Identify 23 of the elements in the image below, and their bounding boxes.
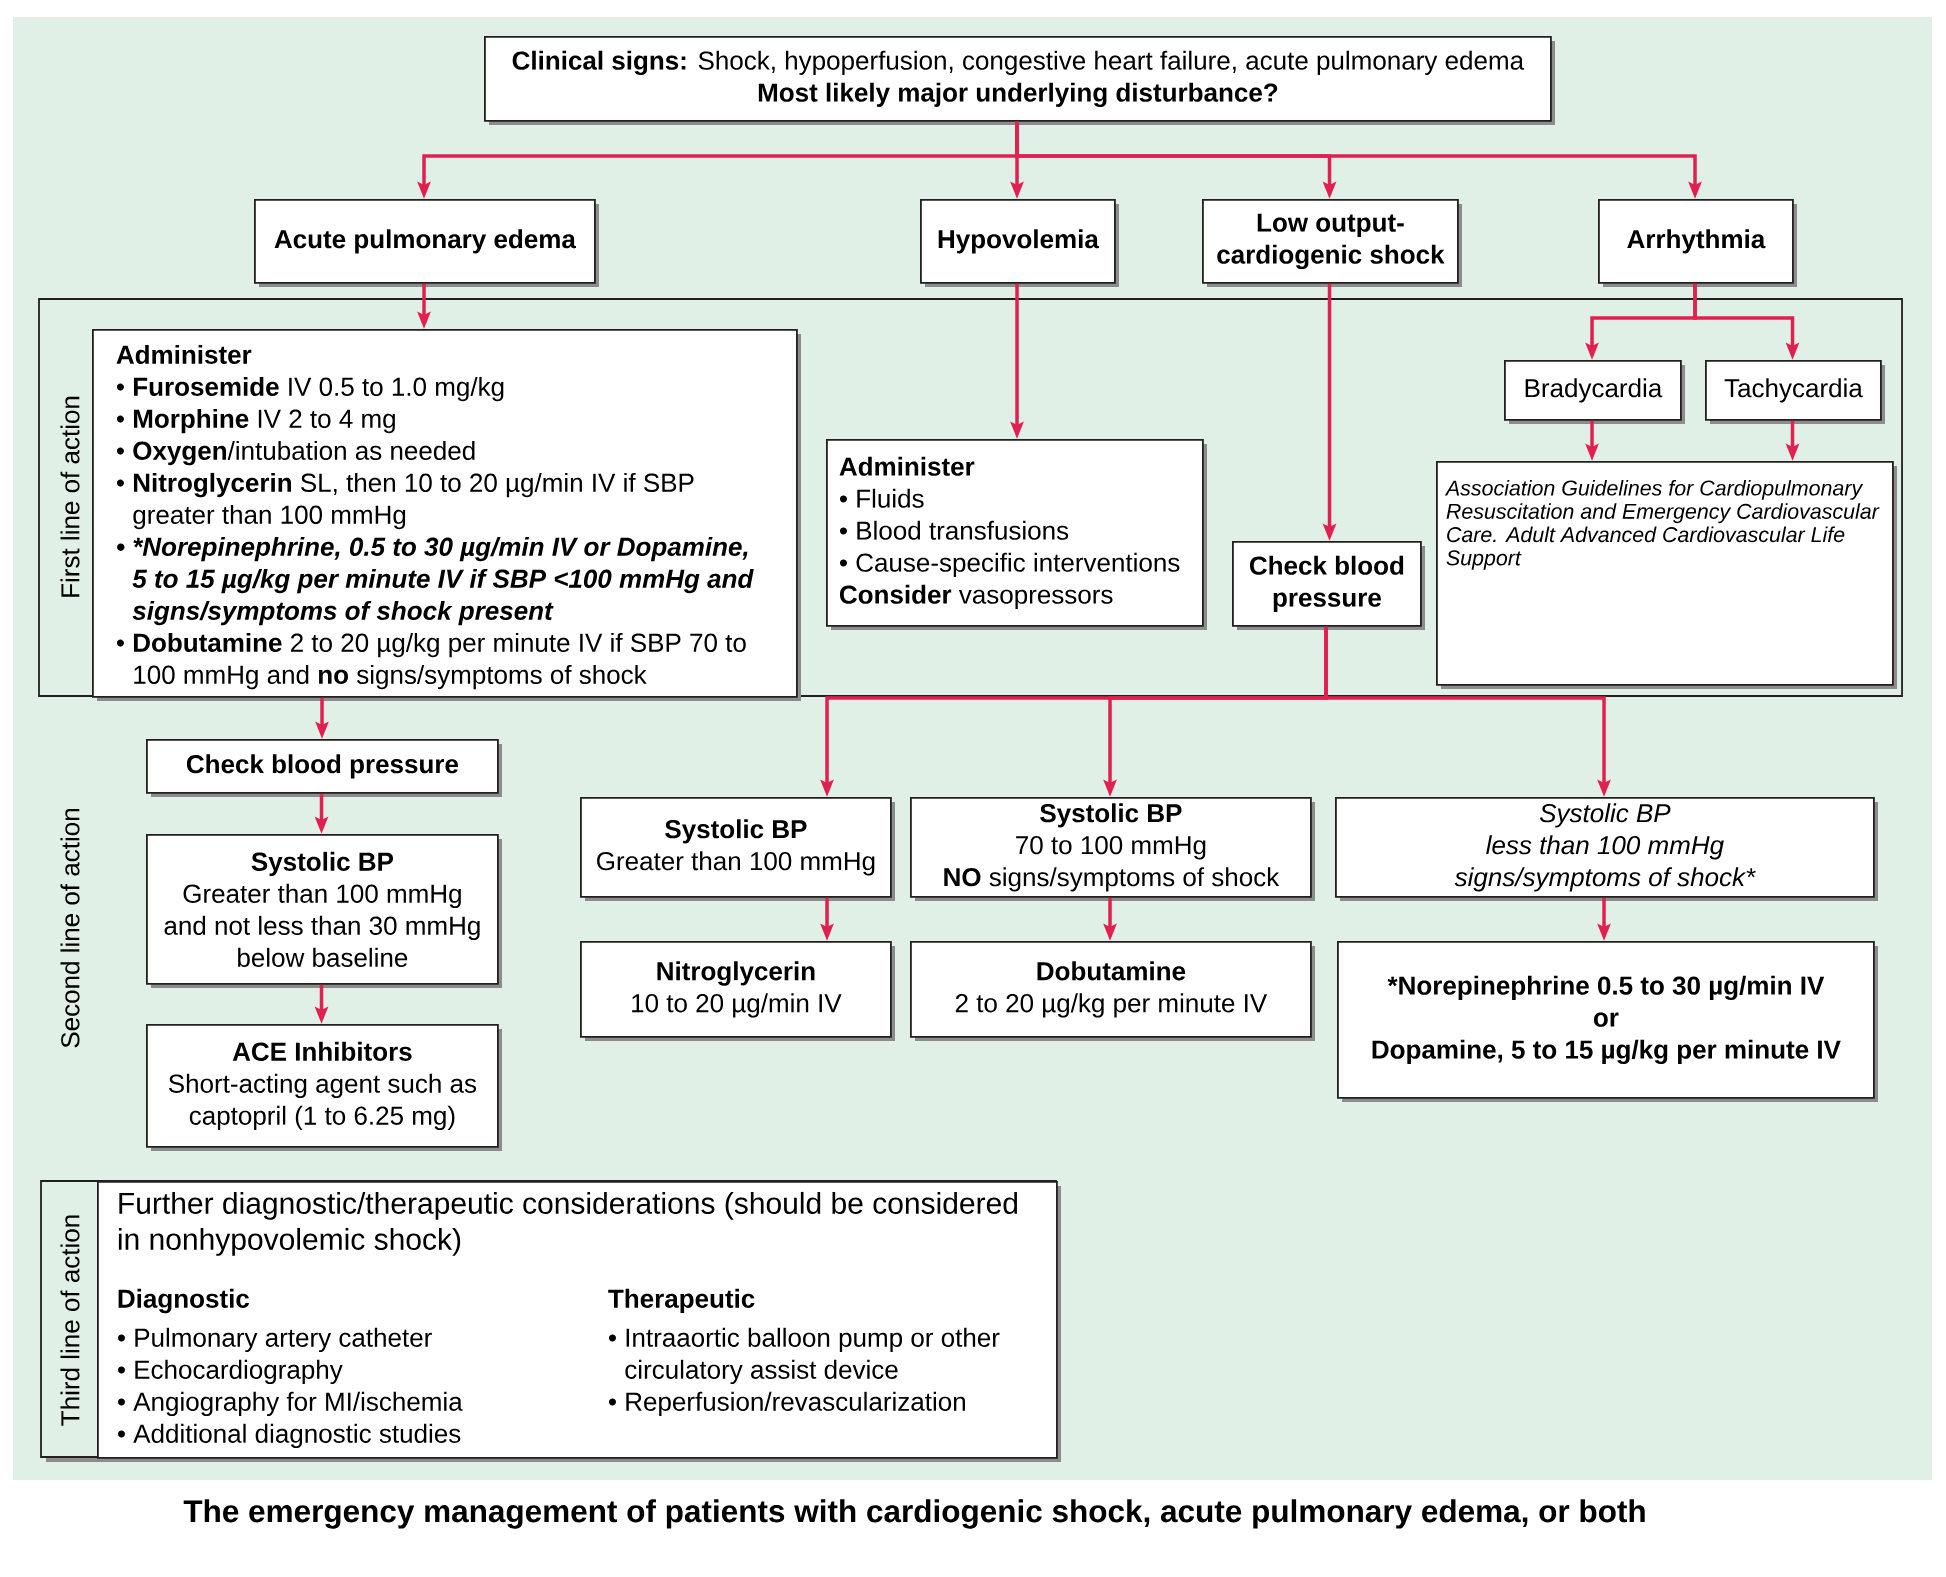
question-box: Clinical signs: Shock, hypoperfusion, congestive heart failure, acute pulmonary edema Most likely major underlying disturbance? xyxy=(484,36,1555,125)
treatment-box: Administer • Furosemide IV 0.5 to 1.0 mg/kg • Morphine IV 2 to 4 mg • Oxygen/intubation as needed • Nitroglycerin SL, then 10 to 20 µg/min IV if SBP greater than 100 mmHg • *Norepinephrine, 0.5 to 30 µg/min IV or Dopamine, 5 to 15 µg/kg per minute IV if SBP <100 mmHg and signs/symptoms of shock present • Dobutamine 2 to 20 µg/kg per minute IV if SBP 70 to 100 mmHg and no signs/symptoms of shock xyxy=(92,329,801,701)
row-label: Second line of action xyxy=(60,809,80,1048)
category-box: Acute pulmonary edema xyxy=(254,199,599,287)
treatment-box: ACE Inhibitors Short-acting agent such as captopril (1 to 6.25 mg) xyxy=(146,1024,502,1151)
treatment-box: Dobutamine 2 to 20 µg/kg per minute IV xyxy=(910,941,1315,1041)
process-box: Check blood pressure xyxy=(146,739,502,797)
condition-box: Systolic BP Greater than 100 mmHg xyxy=(580,797,895,901)
category-box: Hypovolemia xyxy=(920,199,1119,287)
category-box: Tachycardia xyxy=(1705,360,1885,424)
treatment-box: Administer • Fluids • Blood transfusions • Cause-specific interventions Consider vasopressors xyxy=(826,439,1207,630)
category-box: Low output-cardiogenic shock xyxy=(1202,199,1462,287)
condition-box: Systolic BP Greater than 100 mmHg and not less than 30 mmHg below baseline xyxy=(146,834,502,988)
condition-box: Systolic BP less than 100 mmHg signs/symptoms of shock* xyxy=(1335,797,1878,901)
category-box: Bradycardia xyxy=(1504,360,1685,424)
treatment-box: *Norepinephrine 0.5 to 30 µg/min IV or Dopamine, 5 to 15 µg/kg per minute IV xyxy=(1337,941,1878,1102)
treatment-box: Nitroglycerin 10 to 20 µg/min IV xyxy=(580,941,895,1041)
note-box: Further diagnostic/therapeutic considerations (should be considered in nonhypovolemic shock) Diagnostic • Pulmonary artery catheter • Echocardiography • Angiography for MI/ischemia • Additional diagnostic studies Therapeutic • Intraaortic balloon pump or other circulatory assist device • Reperfusion/revascularization xyxy=(97,1181,1058,1459)
category-box: Arrhythmia xyxy=(1598,199,1797,287)
note-box: Association Guidelines for Cardiopulmonary Resuscitation and Emergency Cardiovascular Care. Adult Advanced Cardiovascular Life Support xyxy=(1436,461,1897,689)
process-box: Check blood pressure xyxy=(1232,541,1425,630)
condition-box: Systolic BP 70 to 100 mmHg NO signs/symptoms of shock xyxy=(910,797,1315,901)
caption: The emergency management of patients with cardiogenic shock, acute pulmonary edema, or both xyxy=(183,1499,1645,1529)
